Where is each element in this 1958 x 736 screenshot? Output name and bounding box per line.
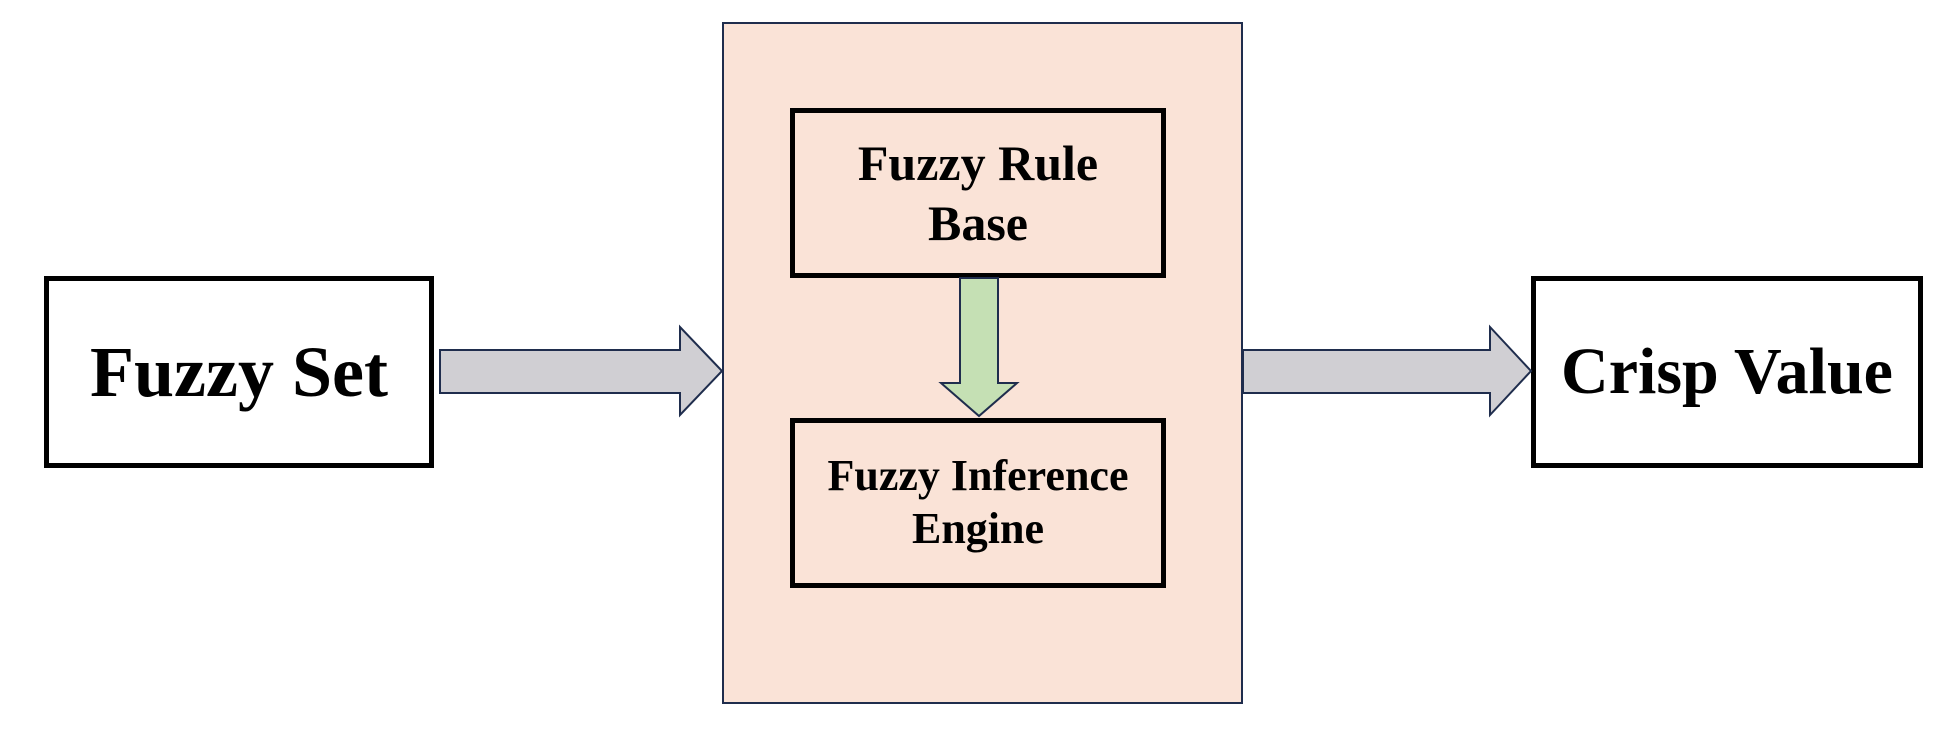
crisp-value-label: Crisp Value [1561, 335, 1893, 409]
fuzzy-inference-engine-label-line-1: Fuzzy Inference [827, 451, 1129, 501]
fuzzy-rule-base-label-line-1: Fuzzy Rule [857, 135, 1099, 191]
output-arrow [1242, 324, 1533, 418]
input-arrow [439, 324, 724, 418]
crisp-value-box: Crisp Value [1531, 276, 1923, 468]
fuzzy-inference-engine-label-line-2: Engine [911, 504, 1045, 553]
fuzzy-rule-base-label-line-2: Base [928, 195, 1028, 251]
fuzzy-set-label: Fuzzy Set [90, 331, 388, 412]
fuzzy-inference-engine-box: Fuzzy Inference Engine [790, 418, 1166, 588]
fuzzy-set-box: Fuzzy Set [44, 276, 434, 468]
fuzzy-rule-base-box: Fuzzy Rule Base [790, 108, 1166, 278]
